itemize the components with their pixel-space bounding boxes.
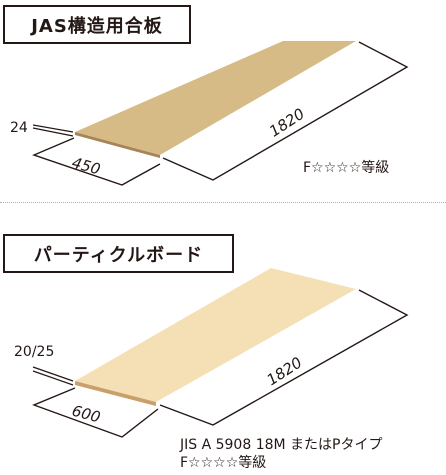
plywood-board-edge [75,132,160,158]
particleboard-grade: F☆☆☆☆等級 [180,455,267,471]
plywood-grade: F☆☆☆☆等級 [303,160,390,176]
particleboard-thickness-label: 20/25 [14,344,54,360]
section-divider [0,202,446,203]
product-title-particleboard: パーティクルボード [3,234,234,273]
particleboard-board-top [75,268,356,402]
product-title-text: パーティクルボード [33,244,204,266]
particleboard-width-label: 600 [70,402,102,427]
product-title-plywood: JAS構造用合板 [3,5,191,44]
product-title-text: JAS構造用合板 [31,15,163,37]
particleboard-board-edge [75,381,156,406]
particleboard-standard: JIS A 5908 18M またはPタイプ [180,437,383,453]
plywood-thickness-label: 24 [10,120,28,136]
plywood-board-top [75,41,356,155]
